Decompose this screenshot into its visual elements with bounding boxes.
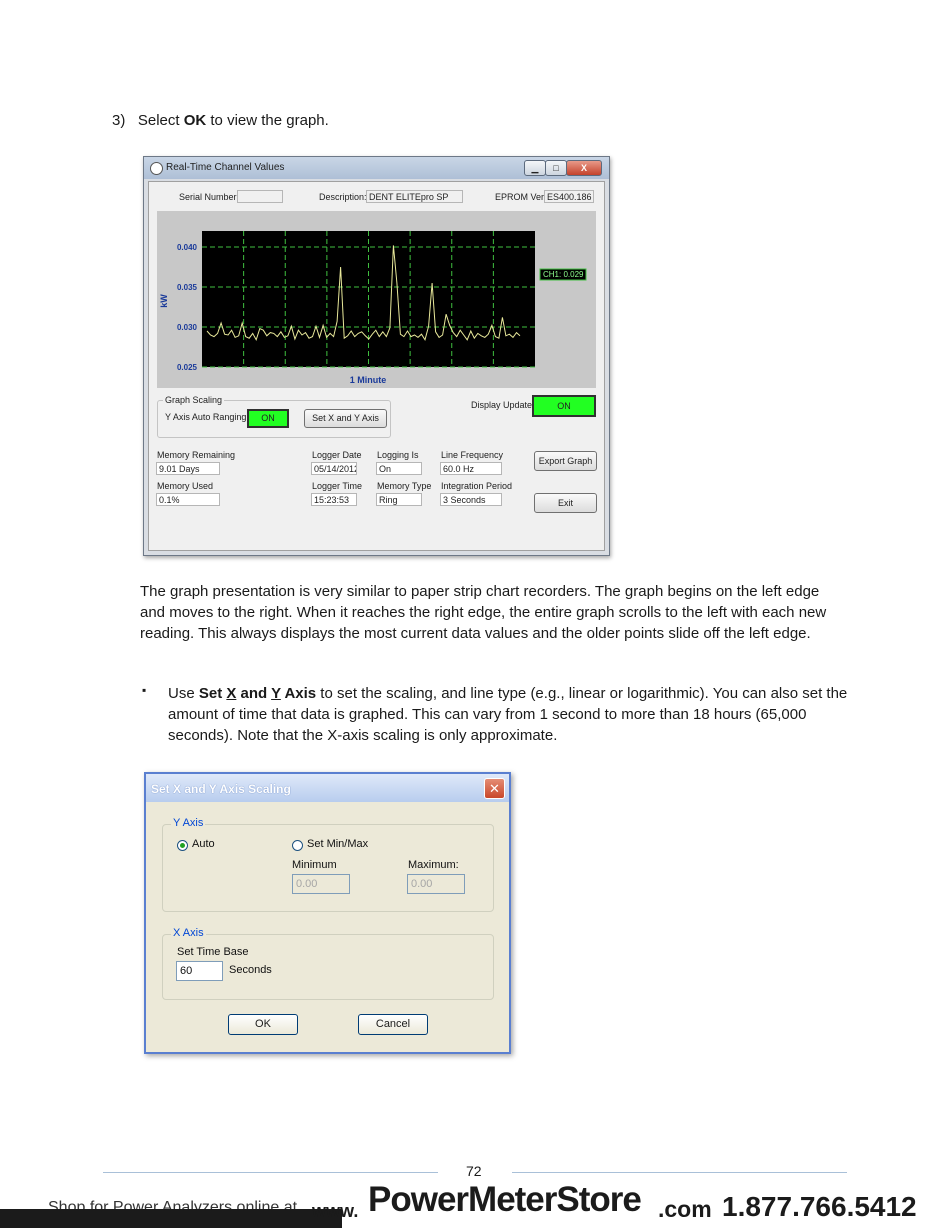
- realtime-title: Real-Time Channel Values: [166, 162, 285, 173]
- close-icon[interactable]: ✕: [484, 778, 505, 799]
- legend-box: [539, 268, 587, 281]
- auto-ranging-toggle[interactable]: ON: [247, 409, 289, 428]
- y-axis-group-title: Y Axis: [171, 817, 206, 829]
- gridlines: [202, 231, 535, 368]
- memory-type-label: Memory Type: [377, 481, 432, 491]
- set-minmax-radio[interactable]: [292, 840, 303, 851]
- step-number: 3): [112, 112, 126, 129]
- x-axis-label: 1 Minute: [350, 375, 387, 385]
- minimize-icon[interactable]: ▁: [524, 160, 546, 176]
- y-axis-group: [162, 824, 494, 912]
- axis-scaling-dialog: Set X and Y Axis Scaling ✕ Y Axis Auto S…: [144, 772, 511, 1054]
- maximum-input[interactable]: 0.00: [407, 874, 465, 894]
- y-tick-label: 0.030: [177, 323, 198, 332]
- step-instruction: 3) Select OK to view the graph.: [112, 112, 329, 129]
- logger-date-field: 05/14/2012: [311, 462, 357, 475]
- logging-is-field: On: [376, 462, 422, 475]
- line-frequency-field: 60.0 Hz: [440, 462, 502, 475]
- description-label: Description:: [319, 192, 367, 202]
- bullet-marker: ▪: [142, 683, 147, 697]
- footer-rule-right: [512, 1172, 847, 1173]
- axis-dialog-title: Set X and Y Axis Scaling: [151, 782, 291, 796]
- export-graph-button[interactable]: Export Graph: [534, 451, 597, 471]
- step-ok: OK: [183, 112, 207, 129]
- eprom-label: EPROM Ver:: [495, 192, 547, 202]
- footer-www[interactable]: www.: [312, 1201, 359, 1221]
- line-frequency-label: Line Frequency: [441, 450, 504, 460]
- maximize-icon[interactable]: □: [545, 160, 567, 176]
- description-field: DENT ELITEpro SP: [366, 190, 463, 203]
- bullet-bold-x: X: [226, 685, 237, 702]
- memory-type-field: Ring: [376, 493, 422, 506]
- footer-rule-left: [103, 1172, 438, 1173]
- realtime-body: Serial Number: Description: DENT ELITEpr…: [148, 181, 605, 551]
- bullet-rest: to set the scaling, and line type (e.g.,…: [168, 685, 848, 744]
- set-axis-button[interactable]: Set X and Y Axis: [304, 409, 387, 428]
- y-tick-label: 0.025: [177, 363, 198, 372]
- y-tick-label: 0.035: [177, 283, 198, 292]
- bullet-bold-axis: Axis: [280, 685, 317, 702]
- memory-remaining-label: Memory Remaining: [157, 450, 236, 460]
- y-tick-label: 0.040: [177, 243, 198, 252]
- kw-line-chart: 0.040 0.035 0.030 0.025 kW 1 Minute CH1: 0.…: [159, 231, 587, 385]
- memory-used-field: 0.1%: [156, 493, 220, 506]
- display-update-toggle[interactable]: ON: [532, 395, 596, 417]
- footer-com[interactable]: .com: [658, 1196, 712, 1222]
- footer-phone: 1.877.766.5412: [722, 1191, 917, 1222]
- bullet-bold-y: Y: [271, 685, 281, 702]
- bullet-bold-set: Set: [198, 685, 227, 702]
- bullet-text: Use Set X and Y Axis to set the scaling,…: [168, 683, 848, 746]
- app-icon: [150, 162, 163, 175]
- series-line-ch1: [206, 245, 521, 342]
- display-update-label: Display Update:: [471, 400, 535, 410]
- auto-radio[interactable]: [177, 840, 188, 851]
- integration-period-field: 3 Seconds: [440, 493, 502, 506]
- description-paragraph: The graph presentation is very similar t…: [140, 583, 827, 642]
- page-number: 72: [466, 1163, 482, 1179]
- graph-scaling-group: [157, 400, 391, 438]
- logger-time-field: 15:23:53: [311, 493, 357, 506]
- auto-label: Auto: [192, 838, 215, 850]
- realtime-titlebar[interactable]: Real-Time Channel Values ▁ □ X: [144, 157, 609, 179]
- time-base-label: Set Time Base: [177, 946, 249, 958]
- seconds-label: Seconds: [229, 964, 272, 976]
- y-tick-labels: 0.040 0.035 0.030 0.025: [177, 243, 198, 372]
- y-axis-label: kW: [159, 294, 169, 308]
- memory-used-label: Memory Used: [157, 481, 214, 491]
- x-axis-group-title: X Axis: [171, 927, 206, 939]
- integration-period-label: Integration Period: [441, 481, 513, 491]
- cancel-button[interactable]: Cancel: [358, 1014, 428, 1035]
- graph-scaling-title: Graph Scaling: [163, 395, 225, 405]
- auto-ranging-label: Y Axis Auto Ranging:: [165, 412, 249, 422]
- axis-dialog-titlebar[interactable]: Set X and Y Axis Scaling ✕: [146, 774, 509, 802]
- footer-brand[interactable]: PowerMeterStore: [368, 1180, 642, 1219]
- memory-remaining-field: 9.01 Days: [156, 462, 220, 475]
- ok-button[interactable]: OK: [228, 1014, 298, 1035]
- maximum-label: Maximum:: [408, 859, 459, 871]
- close-icon[interactable]: X: [566, 160, 602, 176]
- serial-label: Serial Number:: [179, 192, 240, 202]
- exit-button[interactable]: Exit: [534, 493, 597, 513]
- minimum-input[interactable]: 0.00: [292, 874, 350, 894]
- bullet-bold-and: and: [236, 685, 272, 702]
- footer-bar: [0, 1209, 342, 1228]
- time-base-input[interactable]: 60: [176, 961, 223, 981]
- chart-panel: 0.040 0.035 0.030 0.025 kW 1 Minute CH1: 0.…: [157, 211, 596, 388]
- logging-is-label: Logging Is: [377, 450, 419, 460]
- eprom-field: ES400.186: [544, 190, 594, 203]
- set-minmax-label: Set Min/Max: [307, 838, 369, 850]
- serial-field: [237, 190, 283, 203]
- logger-time-label: Logger Time: [312, 481, 363, 491]
- realtime-window: Real-Time Channel Values ▁ □ X Serial Nu…: [143, 156, 610, 556]
- x-axis-group: [162, 934, 494, 1000]
- bullet-lead: Use: [168, 685, 199, 702]
- minimum-label: Minimum: [292, 859, 337, 871]
- logger-date-label: Logger Date: [312, 450, 362, 460]
- step-prefix: Select: [137, 112, 184, 129]
- legend-ch1: CH1: 0.029: [543, 270, 584, 279]
- step-suffix: to view the graph.: [206, 112, 329, 129]
